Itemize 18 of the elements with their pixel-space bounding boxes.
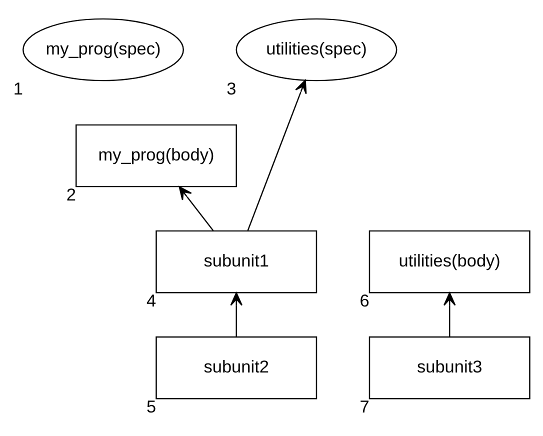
node-ellipse: utilities(spec) — [236, 18, 398, 82]
node-label: 5 — [146, 396, 156, 416]
node-box: subunit3 — [368, 336, 530, 400]
arrow — [247, 80, 307, 231]
node-box: subunit2 — [156, 336, 318, 400]
arrow — [443, 292, 456, 337]
node-label: 4 — [146, 290, 156, 310]
arrow — [178, 186, 214, 231]
node-box: utilities(body) — [368, 230, 530, 294]
node-label: 3 — [226, 78, 236, 98]
node-box: subunit1 — [156, 230, 318, 294]
node-ellipse: my_prog(spec) — [22, 18, 184, 82]
node-label: 7 — [360, 396, 370, 416]
node-box: my_prog(body) — [76, 124, 237, 188]
node-label: 2 — [66, 184, 76, 204]
arrow — [230, 292, 243, 337]
node-label: 6 — [360, 290, 370, 310]
node-label: 1 — [13, 78, 23, 98]
